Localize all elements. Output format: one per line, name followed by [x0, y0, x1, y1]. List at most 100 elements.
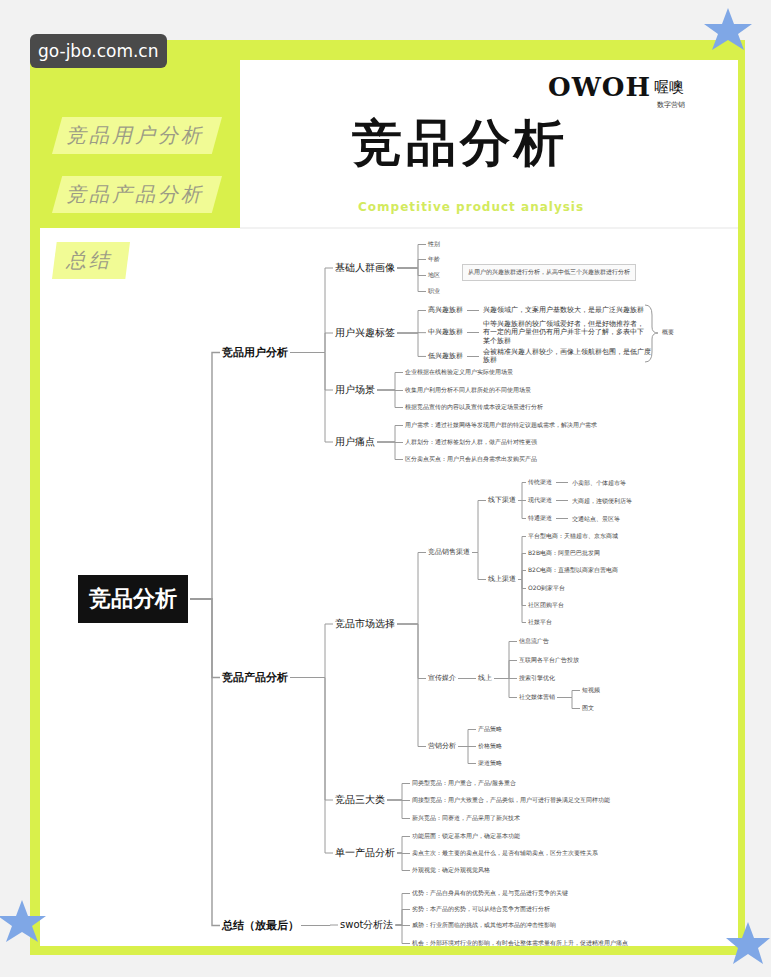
leaf-node: 地区 — [428, 271, 440, 280]
branch-node: 竞品用户分析 — [222, 344, 288, 361]
connector — [494, 679, 517, 698]
node-text: O2O到家平台 — [528, 584, 565, 593]
node-text: 用户痛点 — [335, 435, 375, 449]
node-text: 信息流广告 — [519, 637, 549, 646]
dash-line — [467, 332, 479, 333]
node-text: 社交媒体营销 — [519, 693, 555, 702]
leaf-node: 搜索引擎优化 — [519, 674, 555, 683]
leaf-node: O2O到家平台 — [528, 584, 565, 593]
topic-node: 竞品市场选择 — [335, 616, 395, 632]
node-text: 竞品三大类 — [335, 793, 385, 807]
leaf-node: 卖点主次：最主要的卖点是什么，是否有辅助卖点，区分主次要性关系 — [412, 849, 598, 858]
node-text: 特通渠道 — [528, 514, 552, 523]
node-text: 竞品产品分析 — [66, 181, 204, 208]
node-text: 竞品市场选择 — [335, 617, 395, 631]
connector — [518, 580, 526, 623]
node-text: 社区团购平台 — [528, 601, 564, 610]
dash-line — [556, 500, 568, 501]
leaf-node: 图文 — [582, 704, 594, 713]
connector — [387, 800, 410, 819]
leaf-node: 性别 — [428, 240, 440, 249]
sub-node: 线上 — [478, 674, 492, 683]
leaf-node: 社区团购平台 — [528, 601, 564, 610]
connector — [301, 925, 338, 927]
connector — [395, 894, 410, 926]
node-text: 搜索引擎优化 — [519, 674, 555, 683]
leaf-node: 区分卖点买点：用户只会从自身需求出发购买产品 — [405, 455, 537, 464]
connector — [494, 661, 517, 679]
leaf-node: B2C电商：直播型以商家自营电商 — [528, 566, 618, 575]
topic-node: 用户场景 — [335, 382, 375, 398]
watermark: go-jbo.com.cn — [30, 34, 167, 68]
leaf-node: 劣势：本产品的劣势，可以从结合竞争方面进行分析 — [412, 905, 550, 914]
branch-node: 总结（放最后） — [222, 917, 299, 934]
leaf-node: 机会：外部环境对行业的影响，有时会让整体需求量有所上升，促进精准用户痛点 — [412, 939, 628, 948]
node-text: 传统渠道 — [528, 478, 552, 487]
node-text: 同类型竞品：用户重合，产品/服务重合 — [412, 779, 516, 788]
dash-line — [467, 356, 479, 357]
connector — [458, 747, 476, 764]
leaf-node: 人群划分：通过标签划分人群，做产品针对性更强 — [405, 438, 537, 447]
connector — [290, 353, 333, 443]
bracket-label: 概要 — [662, 328, 674, 337]
connector — [290, 333, 333, 353]
node-text: 外观视觉：确定外观视觉风格 — [412, 866, 490, 875]
node-text: 根据竞品宣传的内容以及宣传成本设定场景进行分析 — [405, 403, 543, 412]
star — [0, 900, 46, 942]
node-text: 社媒平台 — [528, 618, 552, 627]
connector — [397, 853, 410, 871]
leaf-node: 短视频 — [582, 686, 600, 695]
connector — [397, 268, 426, 276]
node-description: 中等兴趣族群的较广领域爱好者，但是好物推荐者，有一定的用户量但仍有用户并非十分了… — [483, 320, 648, 345]
connector — [472, 553, 486, 580]
node-text: 优势：产品自身具有的优势亮点，是与竞品进行竞争的关键 — [412, 889, 568, 898]
connector — [377, 442, 403, 460]
node-text: 竞品用户分析 — [66, 122, 204, 149]
leaf-node: 低兴趣族群会被精准兴趣人群较少，画像上领航群包围，是低广度族群 — [428, 348, 653, 365]
leaf-node: 产品策略 — [478, 725, 502, 734]
connector — [518, 483, 526, 501]
leaf-node: 高兴趣族群兴趣领域广，文案用户基数较大，是最广泛兴趣族群 — [428, 306, 644, 315]
leaf-node: 社媒平台 — [528, 618, 552, 627]
connector — [190, 599, 220, 678]
leaf-node: 渠道策略 — [478, 759, 502, 768]
leaf-node: 特通渠道交通站点、景区等 — [528, 514, 620, 523]
star — [726, 922, 770, 964]
node-text: 价格策略 — [478, 742, 502, 751]
connector — [518, 571, 526, 580]
node-text: 年龄 — [428, 255, 440, 264]
leaf-node: 年龄 — [428, 255, 440, 264]
node-text: 用户兴趣标签 — [335, 326, 395, 340]
topic-node: 基础人群画像 — [335, 260, 395, 276]
sub-node: 线下渠道 — [488, 496, 516, 505]
logo-mark: OWOH — [548, 72, 651, 102]
node-text: 用户场景 — [335, 383, 375, 397]
leaf-node: 价格策略 — [478, 742, 502, 751]
tree-panel — [40, 228, 738, 946]
leaf-node: 平台型电商：天猫超市、京东商城 — [528, 532, 618, 541]
node-text: 基础人群画像 — [335, 261, 395, 275]
connector — [397, 268, 426, 292]
node-text: 线下渠道 — [488, 496, 516, 505]
leaf-node: 互联网各平台广告投放 — [519, 656, 579, 665]
leaf-node: 根据竞品宣传的内容以及宣传成本设定场景进行分析 — [405, 403, 543, 412]
connector — [397, 624, 426, 679]
node-text: 总结（放最后） — [222, 918, 299, 933]
node-text: 渠道策略 — [478, 759, 502, 768]
dash-line — [556, 482, 568, 483]
tab-label: 竞品产品分析 — [52, 176, 222, 213]
leaf-node: B2B电商：阿里巴巴批发网 — [528, 549, 600, 558]
node-text: 竞品用户分析 — [222, 345, 288, 360]
node-text: 产品策略 — [478, 725, 502, 734]
connector — [557, 691, 580, 698]
panel-divider — [240, 228, 738, 229]
connector — [377, 426, 403, 443]
connector — [397, 333, 426, 356]
node-text: 现代渠道 — [528, 496, 552, 505]
connector — [387, 784, 410, 801]
node-text: 单一产品分析 — [335, 846, 395, 860]
node-text: 职业 — [428, 287, 440, 296]
node-text: 低兴趣族群 — [428, 352, 463, 361]
dash-line — [556, 518, 568, 519]
